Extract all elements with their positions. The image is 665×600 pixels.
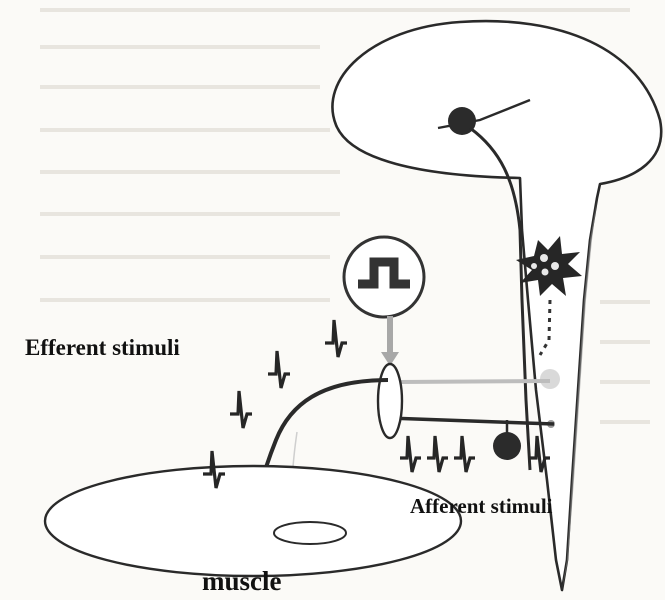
efferent-spike-2 [268, 351, 290, 388]
afferent-spike-2 [427, 436, 448, 472]
afferent-spike-3 [454, 436, 475, 472]
interneuron-faint [540, 369, 560, 389]
efferent-fiber-to-cord [400, 381, 550, 382]
efferent-spike-1 [325, 320, 347, 357]
afferent-fiber [388, 418, 554, 424]
efferent-spike-3 [230, 391, 252, 428]
stimulation-pulse-icon [344, 237, 424, 317]
dorsal-root-ganglion [493, 432, 521, 460]
afferent-stimuli-label: Afferent stimuli [410, 494, 553, 519]
efferent-stimuli-label: Efferent stimuli [25, 335, 180, 361]
muscle-spindle [274, 522, 346, 544]
muscle-label: muscle [202, 566, 281, 597]
electrode-cuff [378, 364, 402, 438]
afferent-spike-1 [400, 436, 421, 472]
muscle-body [45, 466, 461, 576]
